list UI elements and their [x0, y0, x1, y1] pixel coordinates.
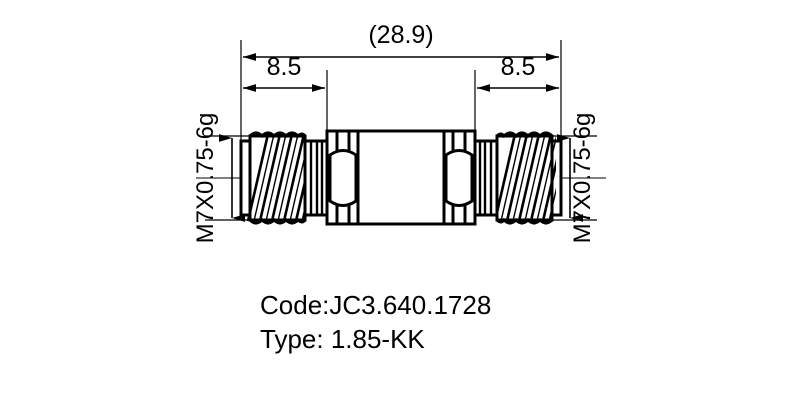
right-hex-lens: [444, 149, 474, 207]
right-thread-helix-lines: [497, 135, 556, 221]
left-thread-crest-top: [248, 131, 307, 139]
right-thread-crest-top: [495, 131, 554, 139]
left-hex-detail: [328, 129, 358, 226]
right-hex-detail: [444, 129, 474, 226]
left-step-ribs: [309, 141, 324, 215]
right-thread-spec-label: M7X0.75-6g: [569, 113, 596, 244]
caption-code-line: Code:JC3.640.1728: [260, 290, 491, 320]
right-dimension-label: 8.5: [501, 53, 536, 81]
center-body-block: [356, 129, 446, 226]
caption-type-line: Type: 1.85-KK: [260, 324, 425, 354]
left-dimension-label: 8.5: [267, 53, 302, 81]
right-step-ribs: [478, 141, 493, 215]
left-thread-helix-lines: [246, 135, 305, 221]
left-hex-lens: [328, 149, 358, 207]
overall-dimension-label: (28.9): [368, 21, 433, 49]
right-thread-crest-bottom: [495, 217, 554, 225]
dimension-lines: [219, 53, 583, 222]
right-thread-crests: [495, 131, 554, 225]
center-body: [356, 129, 446, 226]
left-thread-spec-label: M7X0.75-6g: [192, 113, 219, 244]
